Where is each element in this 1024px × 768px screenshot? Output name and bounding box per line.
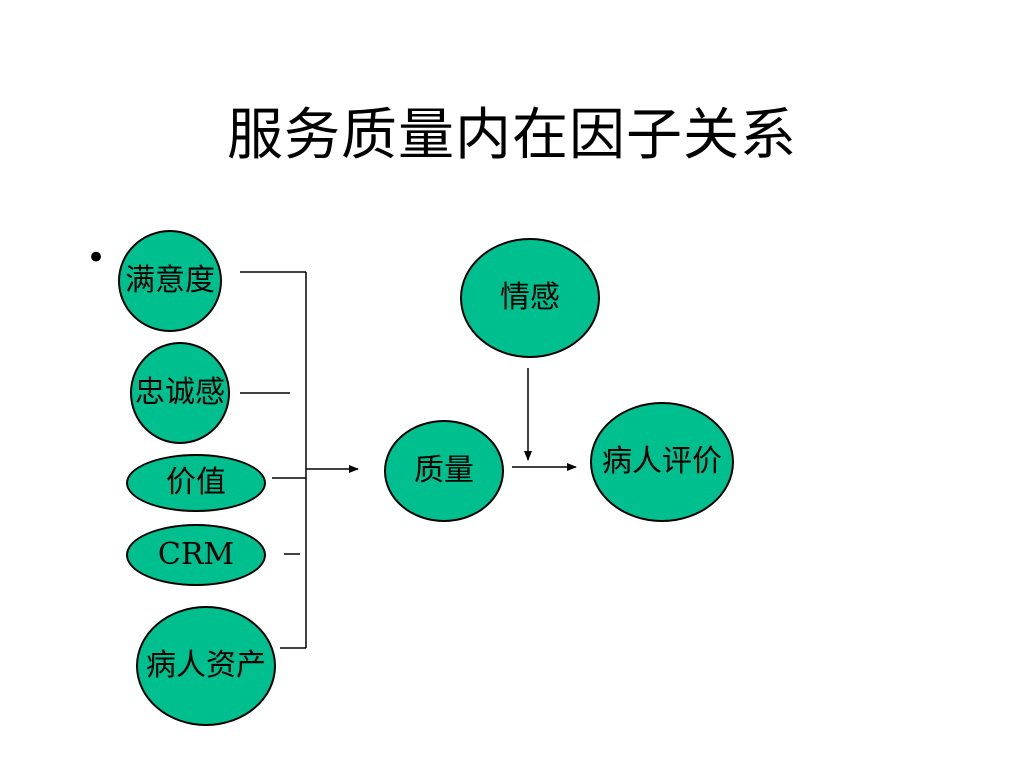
node-satisfaction-label: 满意度 xyxy=(125,263,215,298)
node-quality-label: 质量 xyxy=(414,453,474,488)
node-patient-evaluation: 病人评价 xyxy=(590,402,734,522)
node-loyalty: 忠诚感 xyxy=(130,342,230,444)
bullet-marker: • xyxy=(86,238,107,278)
node-value: 价值 xyxy=(126,454,266,512)
node-patient-assets: 病人资产 xyxy=(136,606,276,726)
slide-title: 服务质量内在因子关系 xyxy=(227,103,797,168)
node-emotion: 情感 xyxy=(460,238,600,358)
node-emotion-label: 情感 xyxy=(500,280,560,315)
node-crm-label: CRM xyxy=(157,537,235,572)
node-quality: 质量 xyxy=(384,420,504,522)
node-value-label: 价值 xyxy=(166,465,226,500)
node-crm: CRM xyxy=(126,524,266,586)
node-patient-evaluation-label: 病人评价 xyxy=(602,444,722,479)
node-satisfaction: 满意度 xyxy=(118,230,222,332)
node-patient-assets-label: 病人资产 xyxy=(146,648,266,683)
node-loyalty-label: 忠诚感 xyxy=(135,375,225,410)
